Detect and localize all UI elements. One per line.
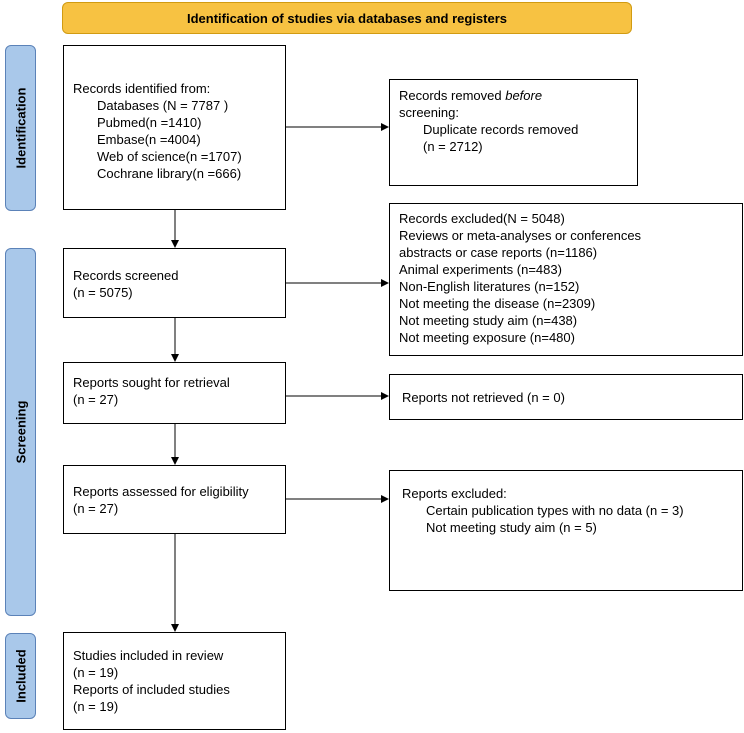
section-banner: Identification of studies via databases …: [62, 2, 632, 34]
reports-assessed-box: Reports assessed for eligibility (n = 27…: [63, 465, 286, 534]
studies-included-label: Studies included in review: [73, 648, 224, 663]
reports-excluded-study-aim: Not meeting study aim (n = 5): [426, 520, 597, 535]
records-removed-heading: Records removed before: [399, 87, 628, 104]
duplicate-records-count: (n = 2712): [423, 139, 483, 154]
excluded-disease: Not meeting the disease (n=2309): [399, 296, 596, 311]
records-screened-box: Records screened (n = 5075): [63, 248, 286, 318]
excluded-non-english: Non-English literatures (n=152): [399, 279, 580, 294]
records-screened-count: (n = 5075): [73, 285, 133, 300]
reports-included-label: Reports of included studies: [73, 682, 230, 697]
reports-not-retrieved-label: Reports not retrieved (n = 0): [402, 390, 565, 405]
phase-screening: Screening: [5, 248, 36, 616]
records-excluded-heading: Records excluded(N = 5048): [399, 211, 565, 226]
identified-cochrane: Cochrane library(n =666): [97, 166, 242, 181]
studies-included-box: Studies included in review (n = 19) Repo…: [63, 632, 286, 730]
records-removed-box: Records removed before screening: Duplic…: [389, 79, 638, 186]
reports-sought-box: Reports sought for retrieval (n = 27): [63, 362, 286, 424]
phase-included: Included: [5, 633, 36, 719]
reports-assessed-count: (n = 27): [73, 501, 119, 516]
reports-not-retrieved-box: Reports not retrieved (n = 0): [389, 374, 743, 420]
reports-sought-count: (n = 27): [73, 392, 119, 407]
excluded-abstracts: abstracts or case reports (n=1186): [399, 245, 598, 260]
identified-embase: Embase(n =4004): [97, 132, 201, 147]
records-screened-label: Records screened: [73, 268, 179, 283]
studies-included-count: (n = 19): [73, 665, 119, 680]
reports-sought-label: Reports sought for retrieval: [73, 375, 230, 390]
identified-pubmed: Pubmed(n =1410): [97, 115, 202, 130]
phase-identification: Identification: [5, 45, 36, 211]
identified-web-of-science: Web of science(n =1707): [97, 149, 242, 164]
excluded-reviews: Reviews or meta-analyses or conferences: [399, 228, 642, 243]
reports-excluded-heading: Reports excluded:: [402, 486, 507, 501]
reports-excluded-publication-types: Certain publication types with no data (…: [426, 503, 684, 518]
banner-title: Identification of studies via databases …: [186, 10, 508, 26]
identified-databases: Databases (N = 7787 ): [97, 98, 229, 113]
records-identified-heading: Records identified from:: [73, 81, 211, 96]
excluded-study-aim: Not meeting study aim (n=438): [399, 313, 578, 328]
records-removed-heading-pre: Records removed: [399, 88, 506, 103]
reports-assessed-label: Reports assessed for eligibility: [73, 484, 249, 499]
records-removed-heading-post: screening:: [399, 105, 459, 120]
excluded-exposure: Not meeting exposure (n=480): [399, 330, 575, 345]
reports-excluded-box: Reports excluded: Certain publication ty…: [389, 470, 743, 591]
duplicate-records-label: Duplicate records removed: [423, 122, 579, 137]
records-removed-heading-em: before: [505, 88, 543, 103]
excluded-animal: Animal experiments (n=483): [399, 262, 562, 277]
records-excluded-box: Records excluded(N = 5048) Reviews or me…: [389, 203, 743, 356]
records-identified-box: Records identified from: Databases (N = …: [63, 45, 286, 210]
reports-included-count: (n = 19): [73, 699, 119, 714]
